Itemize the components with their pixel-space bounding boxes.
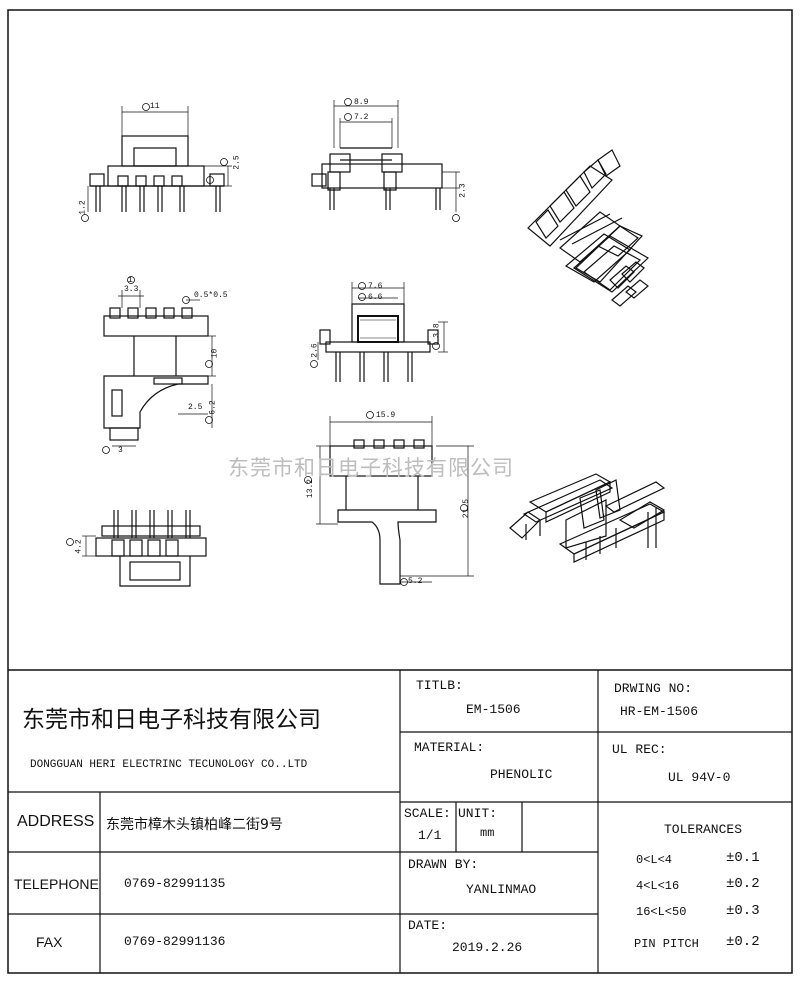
- view-front-middle-center: [310, 282, 448, 382]
- dim-1-2: 1.2: [78, 200, 88, 215]
- titlb-value: EM-1506: [466, 702, 521, 717]
- dim-8-9: 8.9: [354, 98, 369, 107]
- fax-value: 0769-82991136: [124, 934, 226, 949]
- telephone-value: 0769-82991135: [124, 876, 226, 891]
- scale-value: 1/1: [418, 828, 442, 843]
- unit-label: UNIT:: [458, 806, 498, 821]
- dim-4-2: 4.2: [74, 539, 84, 554]
- fax-label: FAX: [36, 934, 63, 950]
- dim-2-5b: 2.5: [188, 403, 203, 412]
- address-value: 东莞市樟木头镇柏峰二街9号: [106, 817, 283, 833]
- dim-5-2: 5.2: [408, 577, 423, 586]
- dim-0-5x0-5: 0.5*0.5: [194, 291, 228, 300]
- ulrec-label: UL REC:: [612, 742, 667, 757]
- title-block-grid: [8, 670, 792, 973]
- tol-value-4: ±0.2: [726, 934, 760, 950]
- dim-3: 3: [118, 446, 123, 455]
- telephone-label: TELEPHONE: [14, 876, 99, 892]
- tol-range-4: PIN PITCH: [634, 937, 699, 951]
- material-value: PHENOLIC: [490, 767, 553, 782]
- view-iso-lower-right: [509, 473, 666, 563]
- date-label: DATE:: [408, 918, 448, 933]
- dim-2-5: 2.5: [232, 155, 242, 170]
- view-side-lower-center: [304, 411, 474, 586]
- view-iso-top-right: [527, 149, 649, 307]
- company-name-en: DONGGUAN HERI ELECTRINC TECUNOLOGY CO..L…: [30, 759, 308, 771]
- ulrec-value: UL 94V-0: [668, 770, 731, 785]
- scale-label: SCALE:: [404, 806, 451, 821]
- tol-value-1: ±0.1: [726, 850, 760, 866]
- material-label: MATERIAL:: [414, 740, 485, 755]
- unit-value: mm: [480, 826, 495, 840]
- drwing-label: DRWING NO:: [614, 681, 693, 696]
- dim-2-3: 2.3: [458, 183, 468, 198]
- dim-3-8: 3.8: [432, 323, 442, 338]
- view-top-middle-left: [102, 276, 216, 454]
- address-label: ADDRESS: [17, 813, 95, 830]
- tol-value-3: ±0.3: [726, 903, 760, 919]
- view-front-top-left: [81, 103, 232, 222]
- dim-11: 11: [150, 102, 160, 111]
- dim-1: 1: [128, 276, 133, 285]
- dim-13-2: 13.2: [306, 478, 316, 499]
- titlb-label: TITLB:: [416, 678, 463, 693]
- dim-6-2: 6.2: [208, 400, 218, 415]
- tolerances-label: TOLERANCES: [664, 822, 743, 837]
- company-name-cn: 东莞市和日电子科技有限公司: [22, 707, 321, 733]
- tol-value-2: ±0.2: [726, 876, 760, 892]
- drwing-value: HR-EM-1506: [620, 704, 699, 719]
- dim-15-9: 15.9: [376, 411, 396, 420]
- dim-10: 10: [210, 348, 220, 359]
- tol-range-2: 4<L<16: [636, 879, 680, 893]
- dim-2-6: 2.6: [310, 343, 320, 358]
- view-side-top-middle: [311, 98, 460, 222]
- tol-range-3: 16<L<50: [636, 905, 687, 919]
- tol-range-1: 0<L<4: [636, 853, 673, 867]
- dim-21-5: 21.5: [462, 498, 472, 519]
- dim-7-6: 7.6: [368, 282, 383, 291]
- dim-7-2: 7.2: [354, 113, 369, 122]
- dim-6-6: 6.6: [368, 293, 383, 302]
- date-value: 2019.2.26: [452, 940, 523, 955]
- drawn-value: YANLINMAO: [466, 882, 537, 897]
- watermark-text: 东莞市和日电子科技有限公司: [228, 456, 514, 480]
- drawn-label: DRAWN BY:: [408, 857, 479, 872]
- view-bottom-left: [66, 510, 207, 587]
- dim-3-3: 3.3: [124, 285, 139, 294]
